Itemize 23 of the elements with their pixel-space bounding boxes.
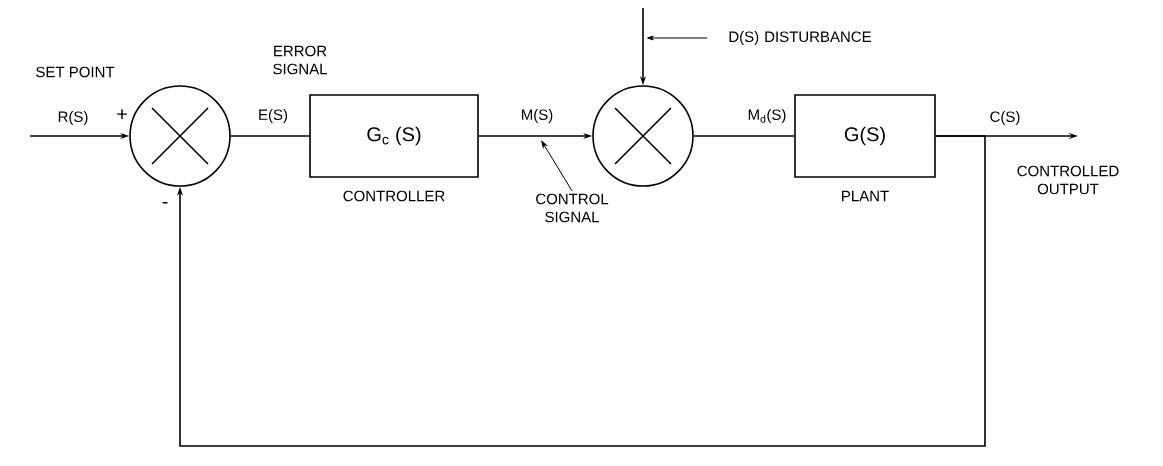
summing-junction <box>129 85 231 187</box>
annotation-text: SET POINT <box>36 66 115 78</box>
sign-mark: - <box>162 201 168 204</box>
leader-line <box>647 35 708 41</box>
block-box: G$_{c}$ (S) <box>309 94 479 178</box>
block-caption: PLANT <box>842 190 889 202</box>
block-caption: CONTROLLER <box>343 190 445 202</box>
signal-line <box>693 135 795 137</box>
signal-label: E(S) <box>257 108 289 124</box>
signal-label: C(S) <box>988 110 1022 126</box>
block-box: G(S) <box>794 94 936 178</box>
signal-label: M$_{d}$(S) <box>746 108 788 124</box>
signal-line <box>230 135 310 137</box>
signal-label: R(S) <box>56 110 90 126</box>
summing-junction <box>592 85 694 187</box>
annotation-text: ERROR SIGNAL <box>273 45 327 75</box>
annotation-text: D(S) DISTURBANCE <box>729 31 871 45</box>
sign-mark: + <box>117 109 127 119</box>
arrow <box>176 135 986 447</box>
signal-label: M(S) <box>519 108 555 124</box>
annotation-text: CONTROLLED OUTPUT <box>1017 165 1119 195</box>
leader-line <box>541 140 573 192</box>
annotation-text: CONTROL SIGNAL <box>536 193 609 223</box>
